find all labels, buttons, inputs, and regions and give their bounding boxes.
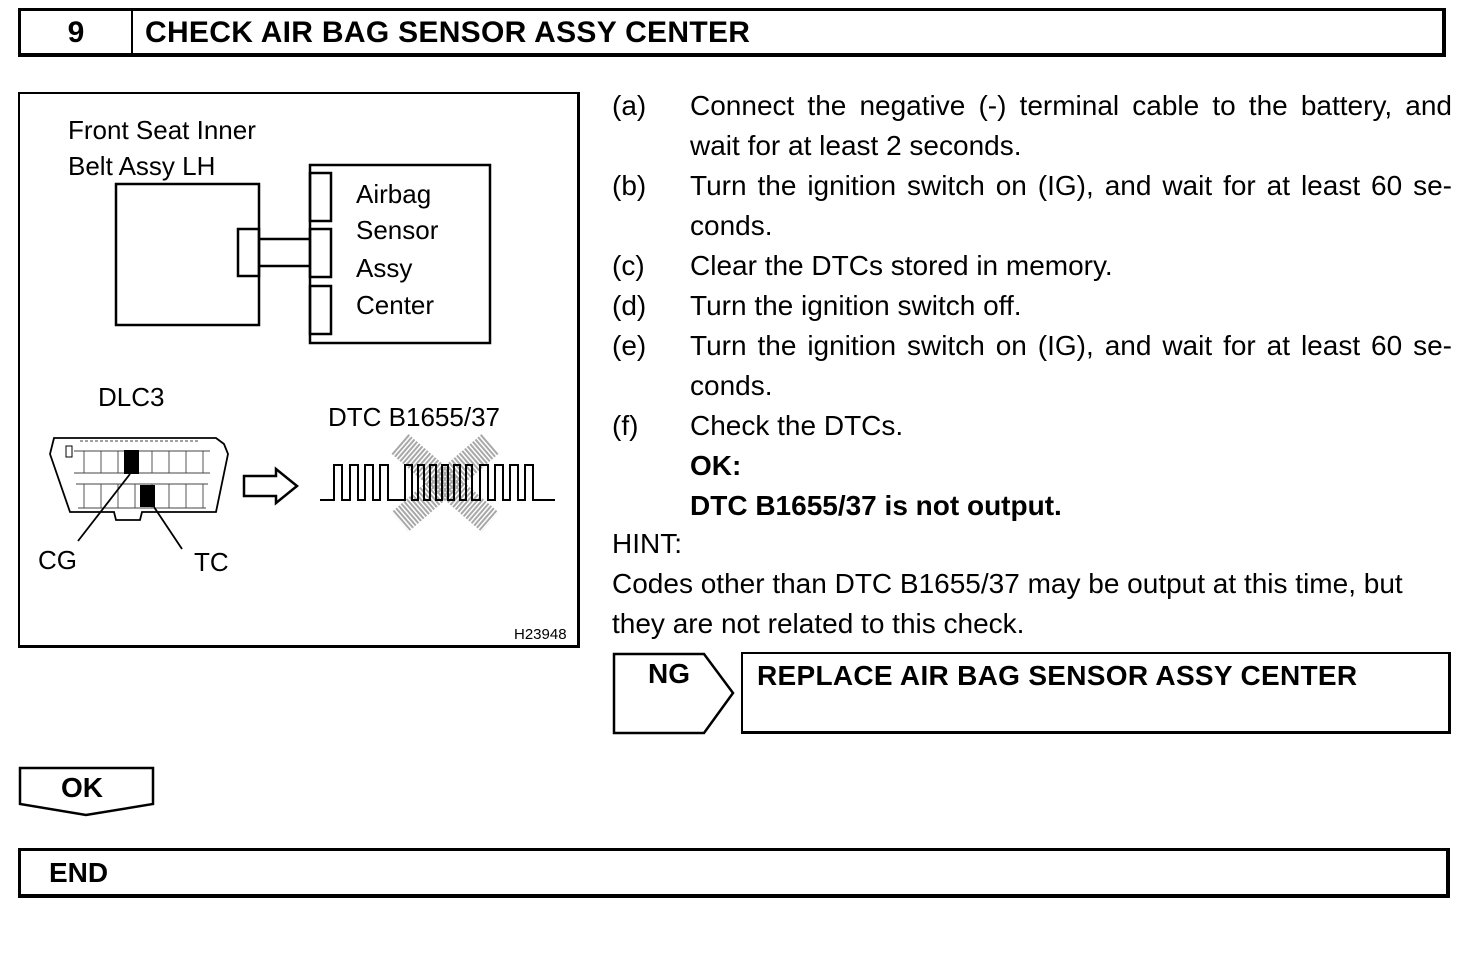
end-box: END [18, 848, 1450, 898]
ng-arrow-shape[interactable] [612, 652, 738, 736]
ok-criteria-title: OK: [690, 450, 742, 481]
no-output-cross-icon [391, 434, 499, 532]
step-text: Check the DTCs. [690, 410, 904, 441]
ok-label: OK [61, 772, 103, 803]
figure-code: H23948 [514, 626, 567, 643]
cg-leader-line [77, 473, 131, 542]
dlc3-label: DLC3 [98, 382, 165, 412]
step-label: (d) [612, 290, 647, 321]
step-number: 9 [21, 11, 133, 53]
step-text: Turn the ignition switch on (IG), and wa… [690, 330, 1452, 401]
ok-criteria-row: DTC B1655/37 is not output. [612, 486, 1452, 526]
procedure-step: (e) Turn the ignition switch on (IG), an… [612, 326, 1452, 406]
ok-arrow-shape[interactable] [18, 766, 156, 818]
ng-action-text: REPLACE AIR BAG SENSOR ASSY CENTER [757, 660, 1358, 691]
dlc3-connector [49, 437, 229, 521]
ok-criteria: OK: [612, 446, 1452, 486]
procedure-step: (f) Check the DTCs. [612, 406, 1452, 446]
ng-label: NG [648, 658, 690, 689]
sensor-label-line2: Sensor [356, 215, 439, 245]
step-text: Turn the ignition switch off. [690, 290, 1022, 321]
tc-leader-line [153, 506, 183, 550]
hint-title: HINT: [612, 528, 682, 559]
cg-label: CG [38, 545, 77, 575]
step-text: Clear the DTCs stored in memory. [690, 250, 1113, 281]
step-label: (f) [612, 410, 639, 441]
tc-terminal [140, 485, 155, 507]
procedure-step: (c) Clear the DTCs stored in memory. [612, 246, 1452, 286]
step-text: Turn the ignition switch on (IG), and wa… [690, 170, 1452, 241]
ng-action-box: REPLACE AIR BAG SENSOR ASSY CENTER [741, 652, 1451, 734]
procedure-step: (d) Turn the ignition switch off. [612, 286, 1452, 326]
seat-belt-label-line2: Belt Assy LH [68, 151, 216, 181]
right-arrow-icon [242, 466, 299, 506]
end-label: END [49, 857, 109, 888]
tc-label: TC [194, 547, 229, 577]
sensor-connector-2 [308, 227, 333, 279]
sensor-connector-3 [308, 284, 333, 336]
ok-criteria-text: DTC B1655/37 is not output. [690, 490, 1062, 521]
hint-block: HINT: Codes other than DTC B1655/37 may … [612, 524, 1454, 644]
hint-text: Codes other than DTC B1655/37 may be out… [612, 568, 1403, 639]
step-header: 9 CHECK AIR BAG SENSOR ASSY CENTER [18, 8, 1446, 57]
step-text: Connect the negative (-) terminal cable … [690, 90, 1452, 161]
dtc-label: DTC B1655/37 [328, 402, 500, 432]
step-label: (a) [612, 90, 647, 121]
sensor-label-line4: Center [356, 290, 435, 320]
sensor-label-line3: Assy [356, 253, 413, 283]
step-label: (b) [612, 170, 647, 201]
procedure-step: (a) Connect the negative (-) terminal ca… [612, 86, 1452, 166]
sensor-label-line1: Airbag [356, 179, 432, 209]
seat-belt-connector [236, 227, 261, 278]
wiring-diagram [49, 163, 555, 550]
cg-terminal [124, 450, 139, 474]
step-title: CHECK AIR BAG SENSOR ASSY CENTER [145, 16, 751, 49]
sensor-connector-1 [308, 171, 333, 223]
procedure-steps: (a) Connect the negative (-) terminal ca… [612, 86, 1452, 526]
step-label: (c) [612, 250, 645, 281]
step-label: (e) [612, 330, 647, 361]
illustration: Front Seat Inner Belt Assy LH Airbag Sen… [18, 92, 580, 648]
dtc-waveform [320, 464, 555, 501]
seat-belt-label-line1: Front Seat Inner [68, 115, 256, 145]
procedure-step: (b) Turn the ignition switch on (IG), an… [612, 166, 1452, 246]
